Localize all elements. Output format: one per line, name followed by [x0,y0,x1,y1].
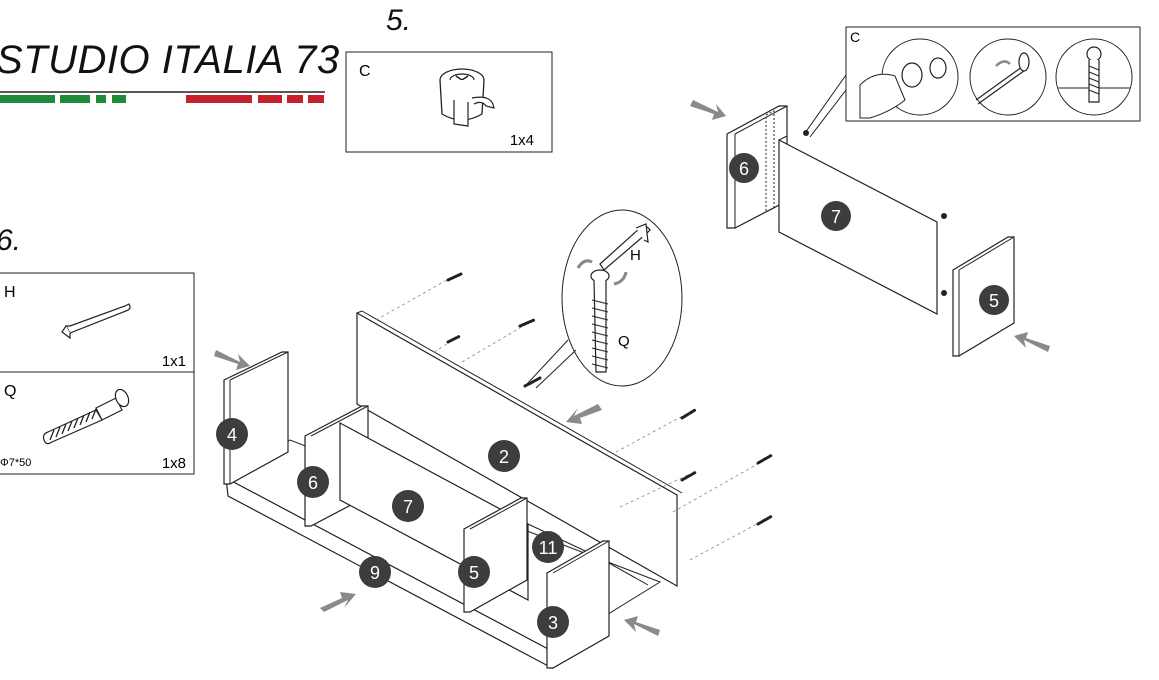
step-6-number: 6. [0,224,22,257]
badge-panel-3: 3 [537,606,569,638]
svg-text:6: 6 [739,159,749,179]
badge-panel-4: 4 [216,418,248,450]
step-6-assembly [214,272,774,670]
brand-logo: STUDIO ITALIA 73 [0,38,340,83]
badge-panel-7-step5: 7 [821,201,851,231]
svg-text:6: 6 [308,473,318,493]
screw-detail-callout: H Q [526,209,683,389]
confirmat-screw-icon [42,388,130,445]
cam-lock-fitting-icon [439,68,495,127]
badge-panel-5-step5: 5 [979,285,1009,315]
svg-text:11: 11 [539,538,558,558]
svg-text:7: 7 [403,497,413,517]
part-letter-c: C [359,63,371,80]
svg-text:4: 4 [227,425,237,445]
part-letter-q: Q [4,383,16,400]
part-quantity-h: 1x1 [162,353,186,370]
panel-badges: 6 7 5 2 4 6 7 9 5 11 3 [216,153,1009,638]
allen-key-icon [61,303,131,340]
svg-text:5: 5 [989,291,999,311]
badge-panel-6: 6 [297,466,329,498]
flag-stripe [0,91,325,103]
brand-name: STUDIO ITALIA 73 [0,38,340,82]
part-quantity-q: 1x8 [162,455,186,472]
parts-box-h: H 1x1 [0,272,195,373]
svg-text:7: 7 [831,207,841,227]
parts-box-q: Q Φ7*50 1x8 [0,371,195,475]
callout-letter-c: C [850,29,860,45]
badge-panel-6-step5: 6 [729,153,759,183]
svg-text:3: 3 [548,613,558,633]
callout-tool-letter: H [630,247,641,264]
badge-panel-2: 2 [488,440,520,472]
svg-text:2: 2 [499,447,509,467]
part-letter-h: H [4,284,16,301]
step-5-assembly [690,100,1050,357]
parts-box-c: C 1x4 [345,51,553,153]
badge-panel-7: 7 [392,490,424,522]
badge-panel-5: 5 [458,556,490,588]
step-5-number: 5. [386,4,412,37]
detail-callout-c: C [804,26,1141,138]
badge-panel-11: 11 [532,531,564,563]
svg-text:9: 9 [370,563,380,583]
part-quantity-c: 1x4 [510,132,534,149]
part-size-q: Φ7*50 [0,457,31,469]
callout-screw-letter: Q [618,333,630,350]
svg-text:5: 5 [469,563,479,583]
badge-panel-9: 9 [359,556,391,588]
